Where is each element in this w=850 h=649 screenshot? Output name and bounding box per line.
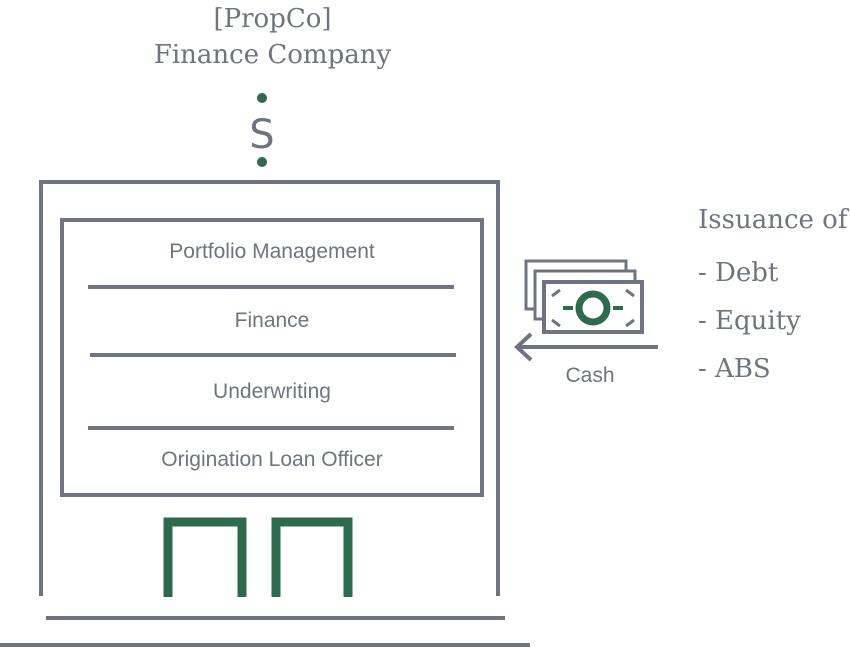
- door-left: [163, 517, 247, 597]
- issuance-item-debt: - Debt: [698, 258, 779, 288]
- building-outline: [39, 180, 500, 596]
- dollar-icon: S: [249, 93, 275, 167]
- company-title-line2: Finance Company: [153, 40, 392, 70]
- department-portfolio-management: Portfolio Management: [169, 240, 375, 263]
- department-underwriting: Underwriting: [213, 380, 331, 403]
- issuance-title: Issuance of:: [698, 205, 850, 235]
- cash-stack-icon: [524, 259, 644, 334]
- department-finance: Finance: [234, 309, 310, 332]
- svg-text:S: S: [249, 112, 274, 158]
- departments-frame: [60, 218, 484, 497]
- issuance-item-abs: - ABS: [698, 354, 771, 384]
- cash-arrow: [514, 332, 658, 362]
- door-right: [271, 517, 353, 597]
- department-origination-loan-officer: Origination Loan Officer: [161, 448, 383, 471]
- issuance-item-equity: - Equity: [698, 306, 801, 336]
- cash-label: Cash: [565, 364, 615, 387]
- company-title-line1: [PropCo]: [213, 4, 332, 34]
